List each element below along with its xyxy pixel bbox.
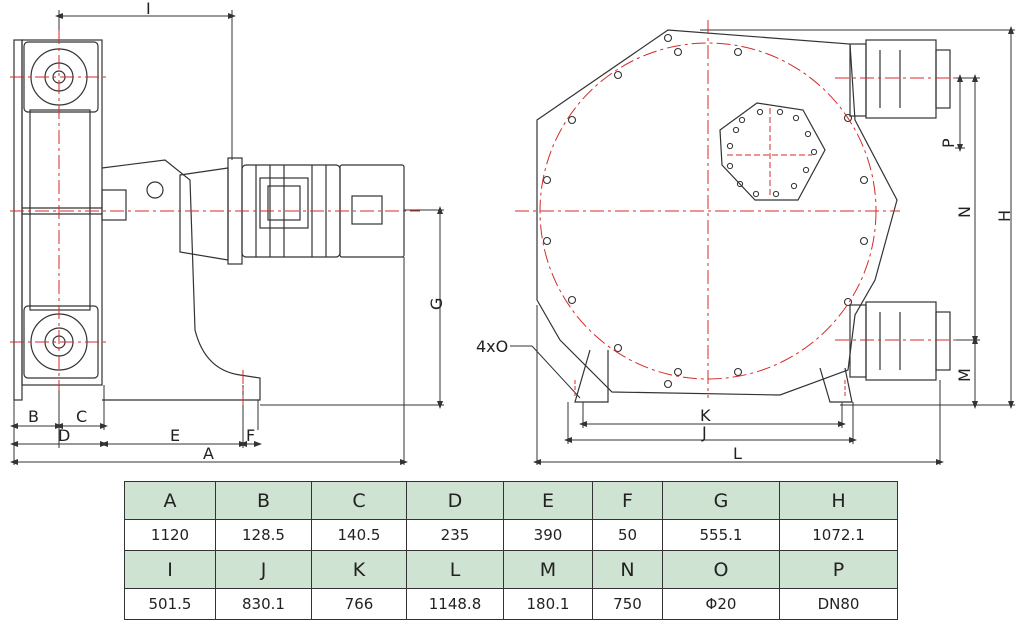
cover-bolts bbox=[726, 108, 818, 198]
header-cell: M bbox=[503, 550, 593, 589]
bearing-cap bbox=[146, 181, 164, 199]
terminal-box bbox=[259, 177, 309, 229]
dimension-table: A B C D E F G H 1120 128.5 140.5 235 390… bbox=[124, 481, 898, 620]
value-cell: 180.1 bbox=[503, 588, 593, 620]
value-cell: 830.1 bbox=[215, 588, 312, 620]
header-cell: C bbox=[311, 481, 407, 520]
header-cell: L bbox=[406, 550, 504, 589]
table-value-row: 501.5 830.1 766 1148.8 180.1 750 Φ20 DN8… bbox=[124, 588, 898, 620]
header-cell: N bbox=[592, 550, 663, 589]
inspection-cover bbox=[719, 102, 826, 201]
value-cell: 50 bbox=[592, 519, 663, 551]
pump-dimension-drawing: I G B C D E F A bbox=[10, 0, 1015, 465]
table-header-row: I J K L M N O P bbox=[124, 550, 898, 589]
header-cell: A bbox=[124, 481, 216, 520]
header-cell: K bbox=[311, 550, 407, 589]
header-cell: F bbox=[592, 481, 663, 520]
left-foot bbox=[574, 349, 609, 403]
header-cell: J bbox=[215, 550, 312, 589]
dim-label-E: E bbox=[170, 426, 180, 445]
dim-label-N: N bbox=[955, 206, 974, 218]
value-cell: 235 bbox=[406, 519, 504, 551]
header-cell: B bbox=[215, 481, 312, 520]
right-foot bbox=[819, 367, 853, 403]
table-value-row: 1120 128.5 140.5 235 390 50 555.1 1072.1 bbox=[124, 519, 898, 551]
mounting-flange-plate bbox=[13, 39, 23, 401]
value-cell: 128.5 bbox=[215, 519, 312, 551]
dim-label-M: M bbox=[955, 368, 974, 382]
header-cell: E bbox=[503, 481, 593, 520]
value-cell: 750 bbox=[592, 588, 663, 620]
dim-label-C: C bbox=[76, 407, 87, 426]
side-view bbox=[10, 10, 444, 465]
value-cell: Φ20 bbox=[662, 588, 780, 620]
value-cell: 1072.1 bbox=[779, 519, 898, 551]
header-cell: I bbox=[124, 550, 216, 589]
dim-label-J: J bbox=[701, 423, 707, 442]
hole-spec-label: 4xO bbox=[476, 337, 508, 356]
header-cell: H bbox=[779, 481, 898, 520]
dim-label-F: F bbox=[246, 426, 255, 445]
lower-port bbox=[849, 301, 951, 381]
gearbox bbox=[179, 167, 229, 261]
value-cell: 1148.8 bbox=[406, 588, 504, 620]
dim-label-B: B bbox=[28, 407, 39, 426]
motor-nameplate bbox=[351, 195, 383, 225]
front-view-center-lines bbox=[515, 20, 958, 398]
dim-label-L: L bbox=[733, 444, 742, 463]
front-view-dimensions bbox=[510, 26, 1015, 465]
dim-label-K: K bbox=[700, 406, 711, 425]
dim-label-A: A bbox=[203, 444, 214, 463]
front-view bbox=[510, 20, 1015, 465]
value-cell: 501.5 bbox=[124, 588, 216, 620]
housing-bolts bbox=[542, 33, 869, 389]
housing-inner bbox=[29, 109, 91, 311]
dim-label-I: I bbox=[146, 0, 151, 18]
dim-label-H: H bbox=[995, 210, 1014, 222]
upper-port bbox=[849, 39, 951, 119]
header-cell: G bbox=[662, 481, 780, 520]
side-view-center-lines bbox=[10, 30, 420, 405]
dim-label-P: P bbox=[939, 138, 958, 148]
header-cell: D bbox=[406, 481, 504, 520]
header-cell: O bbox=[662, 550, 780, 589]
dim-label-D: D bbox=[58, 426, 70, 445]
header-cell: P bbox=[779, 550, 898, 589]
value-cell: 766 bbox=[311, 588, 407, 620]
value-cell: 1120 bbox=[124, 519, 216, 551]
side-view-dimensions bbox=[10, 10, 444, 465]
value-cell: 390 bbox=[503, 519, 593, 551]
value-cell: 140.5 bbox=[311, 519, 407, 551]
dim-label-G: G bbox=[427, 298, 446, 310]
value-cell: 555.1 bbox=[662, 519, 780, 551]
value-cell: DN80 bbox=[779, 588, 898, 620]
table-header-row: A B C D E F G H bbox=[124, 481, 898, 520]
